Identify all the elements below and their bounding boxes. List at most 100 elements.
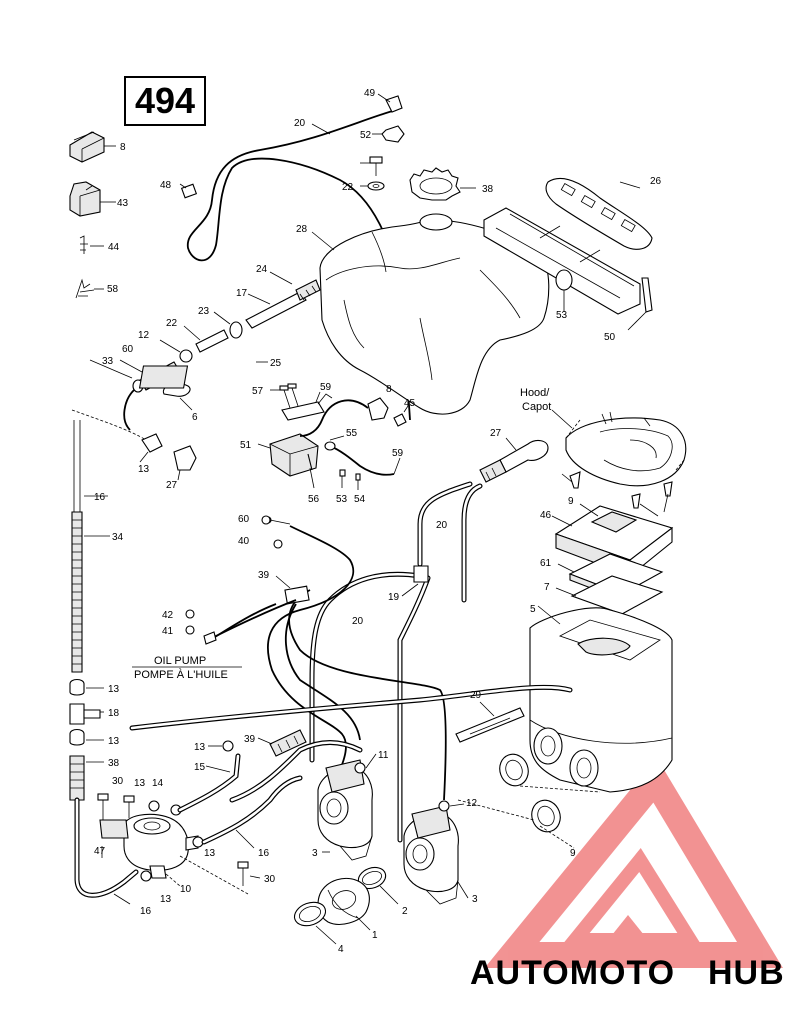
callout-35: 40 xyxy=(238,536,250,547)
page-number-box: 494 xyxy=(124,76,206,126)
callout-14-b: 14 xyxy=(152,778,164,789)
callout-55: 60 xyxy=(122,344,134,355)
callout-15: 15 xyxy=(194,762,206,773)
callout-10: 9 xyxy=(568,496,574,507)
callout-36: 41 xyxy=(162,626,174,637)
callout-31-b: 34 xyxy=(112,532,124,543)
oil-pump-label-en: OIL PUMP xyxy=(154,655,206,667)
callout-45: 51 xyxy=(240,440,252,451)
fuel-hoses-20-center xyxy=(309,481,483,843)
callout-28: 28 xyxy=(296,224,308,235)
callout-26: 26 xyxy=(650,176,662,187)
fuel-tank-28 xyxy=(311,213,550,415)
part-44-pin xyxy=(627,277,653,331)
callout-37: 42 xyxy=(162,610,174,621)
callout-12-b: 12 xyxy=(466,798,478,809)
part-53-terminal xyxy=(75,278,104,299)
callout-13-b: 13 xyxy=(138,464,150,475)
callout-31-a: 33 xyxy=(102,356,114,367)
callout-21: 22 xyxy=(166,318,178,329)
part-54-bracket xyxy=(281,391,333,421)
part-29-strap xyxy=(455,701,525,743)
callout-13-a: 12 xyxy=(138,330,150,341)
callout-47: 53 xyxy=(556,310,568,321)
part-8-connector xyxy=(69,131,116,163)
pump-dash-lines xyxy=(165,855,249,895)
callout-5: 5 xyxy=(530,604,536,615)
callout-52: 57 xyxy=(252,386,264,397)
callout-16-c: 16 xyxy=(140,906,152,917)
callout-49: 54 xyxy=(354,494,366,505)
callout-1: 1 xyxy=(372,930,378,941)
fuel-line-17 xyxy=(245,271,321,329)
callout-3-b: 3 xyxy=(472,894,478,905)
callout-53-a: 58 xyxy=(107,284,119,295)
lower-hose-33-16 xyxy=(69,755,139,905)
callout-27: 27 xyxy=(490,428,502,439)
callout-20-a: 20 xyxy=(294,118,306,129)
callout-13-d: 13 xyxy=(108,736,120,747)
hood-label-line1: Hood/ xyxy=(520,387,550,399)
part-38-connector xyxy=(69,181,116,217)
callout-3-a: 3 xyxy=(312,848,318,859)
part-32-fuel-cap xyxy=(409,167,476,201)
callout-32: 38 xyxy=(482,184,494,195)
part-1-rubber-boot xyxy=(317,877,371,931)
part-7-filter-mesh xyxy=(555,575,664,615)
callout-17: 17 xyxy=(236,288,248,299)
watermark-text-automoto: AUTOMOTO xyxy=(470,954,675,992)
callout-30-a: 30 xyxy=(112,776,124,787)
callout-38: 43 xyxy=(117,198,129,209)
part-5-air-silencer-body xyxy=(529,605,673,793)
page-number: 494 xyxy=(134,80,196,121)
callout-2: 2 xyxy=(402,906,408,917)
part-59-clip xyxy=(601,411,613,425)
callout-51: 56 xyxy=(308,494,320,505)
callout-54: 59 xyxy=(320,382,332,393)
part-39-clip-small xyxy=(393,405,409,427)
callout-39-a: 44 xyxy=(108,242,120,253)
callout-57: 61 xyxy=(540,558,552,569)
part-22-washer-top xyxy=(360,181,385,191)
part-30-bolt-left xyxy=(97,793,135,820)
callout-34: 39 xyxy=(258,570,270,581)
callout-44: 50 xyxy=(604,332,616,343)
part-13-clamp-a xyxy=(159,339,193,363)
part-30-bolt-right xyxy=(237,861,261,886)
throttle-cable-center xyxy=(209,516,447,801)
part-26-gasket xyxy=(545,178,653,250)
oil-pump-label-fr: POMPE À L'HUILE xyxy=(134,668,228,681)
part-10-filter-label xyxy=(579,503,638,533)
callout-13-g: 13 xyxy=(160,894,172,905)
callout-33-a: 38 xyxy=(108,758,120,769)
watermark-text-hub: HUB xyxy=(708,954,785,992)
oil-line-to-pump xyxy=(203,599,297,645)
hood-label-line2: Capot xyxy=(522,401,551,413)
callout-40: 46 xyxy=(540,510,552,521)
part-24-label xyxy=(138,361,268,389)
part-58-air-silencer-cover xyxy=(551,409,687,487)
pump-to-carb-hoses xyxy=(177,740,363,849)
part-46-nut xyxy=(372,125,405,143)
callout-16-b: 16 xyxy=(258,848,270,859)
callout-6: 6 xyxy=(192,412,198,423)
callout-13-e: 13 xyxy=(134,778,146,789)
callout-50: 55 xyxy=(346,428,358,439)
callout-39-b: 45 xyxy=(404,398,416,409)
callout-20-b: 20 xyxy=(436,520,448,531)
part-60-screws xyxy=(561,471,673,517)
callout-12-a: 11 xyxy=(378,750,389,761)
callout-8-b: 8 xyxy=(386,384,392,395)
callout-9: 9 xyxy=(570,848,576,859)
part-27-choke xyxy=(479,437,549,483)
tank-support-bracket xyxy=(483,207,641,315)
part-21-fitting xyxy=(183,325,229,353)
callout-25: 27 xyxy=(166,480,178,491)
part-13-18-t-fitting xyxy=(69,678,104,746)
callout-43: 49 xyxy=(364,88,376,99)
callout-13-f: 13 xyxy=(204,848,216,859)
carburetor-3-right xyxy=(403,800,469,905)
callout-42: 48 xyxy=(160,180,172,191)
